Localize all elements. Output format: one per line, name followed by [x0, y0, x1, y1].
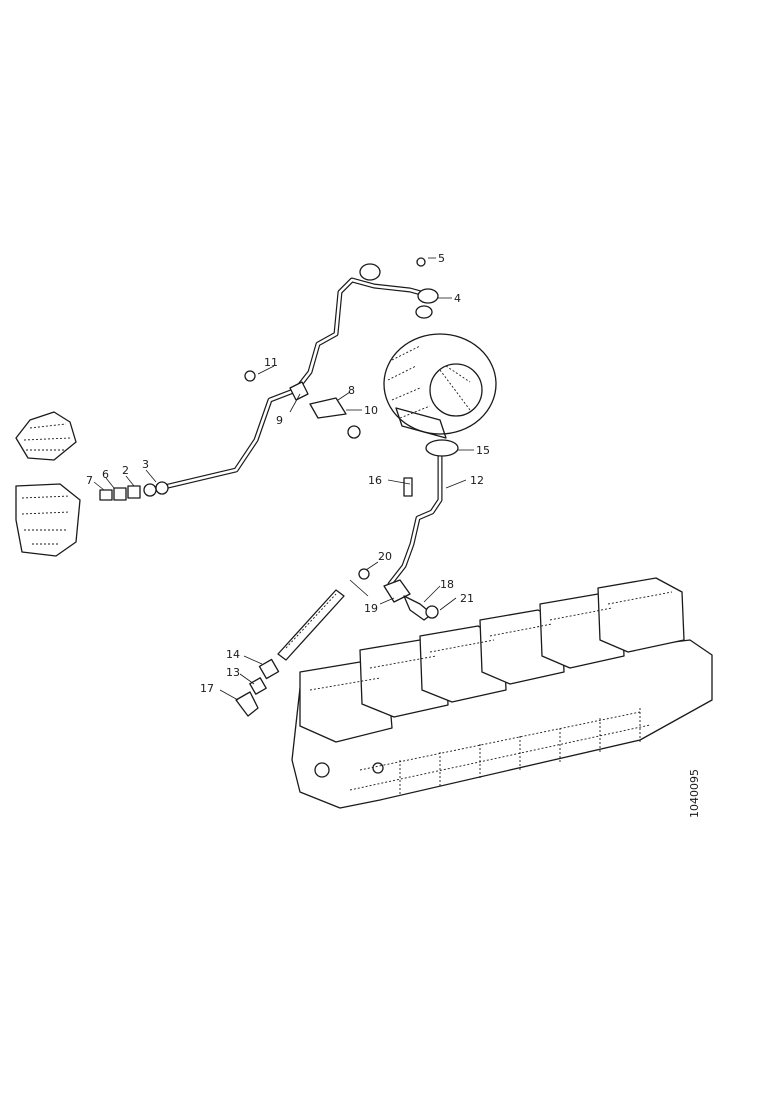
bracket-plate-10: [309, 397, 347, 419]
callout-9: 9: [276, 414, 283, 427]
feed-pipe-fittings: [99, 481, 169, 501]
callout-8: 8: [348, 384, 355, 397]
leader-lines: [93, 257, 474, 701]
engine-block-boss: [314, 762, 330, 778]
oil-return-pipe-core: [388, 454, 442, 586]
filter-cap: [15, 411, 77, 461]
adapter-19: [383, 579, 411, 603]
fitting-2: [127, 485, 141, 499]
return-pipe-connection: [358, 568, 439, 621]
leader-14: [243, 655, 263, 665]
bolt-20: [358, 568, 370, 580]
return-flange-gasket-15: [425, 439, 459, 457]
feed-pipe-bracket: [244, 370, 361, 439]
breather-tube-body: [277, 589, 345, 661]
filter-body: [15, 483, 81, 557]
leader-20: [365, 561, 379, 571]
leader-7: [93, 481, 105, 491]
leader-13: [239, 673, 255, 685]
leader-2: [125, 475, 135, 487]
oil-feed-pipe-core: [158, 278, 434, 490]
oil-return-pipe-outline: [387, 453, 443, 587]
leader-19: [379, 597, 395, 605]
callout-2: 2: [122, 464, 129, 477]
bracket-clamp-9: [289, 381, 309, 401]
callout-18: 18: [440, 578, 454, 591]
fitting-7: [99, 489, 113, 501]
clamp-13: [249, 677, 267, 695]
turbo-wheel: [429, 363, 483, 417]
bracket-bolt-8: [347, 425, 361, 439]
breather-tube-rib: [285, 593, 337, 649]
callout-21: 21: [460, 592, 474, 605]
turbo-fins: [387, 345, 471, 419]
leader-6: [105, 477, 115, 489]
callout-13: 13: [226, 666, 240, 679]
callout-15: 15: [476, 444, 490, 457]
oil-return-pipe: [387, 439, 459, 587]
nut-21: [425, 605, 439, 619]
clamp-14: [258, 658, 280, 680]
leader-3: [145, 469, 157, 483]
oil-filter-housing: [15, 411, 81, 557]
callout-3: 3: [142, 458, 149, 471]
callout-7: 7: [86, 474, 93, 487]
turbo-housing: [383, 333, 497, 435]
valve-cover-shading: [309, 591, 673, 691]
callout-10: 10: [364, 404, 378, 417]
callout-14: 14: [226, 648, 240, 661]
fitting-3-washer: [143, 483, 157, 497]
callout-16: 16: [368, 474, 382, 487]
callout-11: 11: [264, 356, 278, 369]
leader-11: [257, 365, 275, 375]
callout-5: 5: [438, 252, 445, 265]
callout-6: 6: [102, 468, 109, 481]
callout-20: 20: [378, 550, 392, 563]
leader-18: [423, 585, 441, 603]
engine-block-boss-2: [372, 762, 384, 774]
leader-tube: [349, 579, 369, 597]
leader-21: [439, 597, 457, 611]
oil-feed-pipe: [157, 277, 435, 491]
engine-cylinder-head-assembly: [291, 577, 713, 809]
callout-4: 4: [454, 292, 461, 305]
elbow-17: [235, 691, 259, 717]
banjo-bolt-head: [416, 257, 426, 267]
leader-8: [337, 391, 351, 401]
turbocharger: [383, 333, 497, 439]
callout-19: 19: [364, 602, 378, 615]
leader-17: [219, 689, 239, 701]
leader-16: [387, 479, 411, 485]
filter-cap-ribs: [23, 423, 71, 451]
pipe-clip: [359, 263, 381, 281]
banjo-body: [417, 288, 439, 304]
fitting-6: [113, 487, 127, 501]
callout-12: 12: [470, 474, 484, 487]
engine-block-ports: [349, 708, 651, 795]
valve-cover-6: [597, 577, 685, 653]
leader-9: [289, 393, 301, 413]
stud-16: [403, 477, 413, 497]
turbo-banjo-fitting: [359, 257, 439, 319]
turbo-outlet-flange: [395, 407, 447, 439]
leader-12: [445, 479, 467, 489]
callout-17: 17: [200, 682, 214, 695]
callout-labels: 5 4 11 9 8 10 15 16 12 7 6 2 3 20 19 18 …: [86, 252, 490, 695]
banjo-seal: [415, 305, 433, 319]
filter-body-details: [21, 495, 71, 545]
breather-tube: [235, 589, 345, 717]
bracket-nut-11: [244, 370, 256, 382]
figure-reference-number: 1040095: [688, 769, 701, 818]
fitting-3-nut: [155, 481, 169, 495]
